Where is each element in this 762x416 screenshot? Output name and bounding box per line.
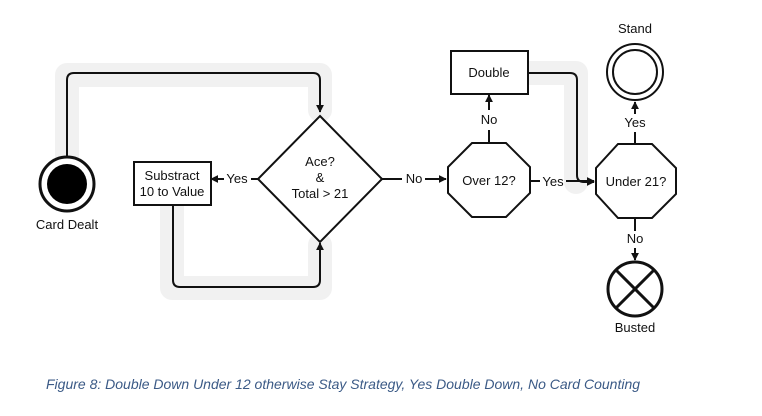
busted-node: [606, 260, 664, 318]
ace-decision-line3: Total > 21: [292, 186, 349, 201]
under21-label: Under 21?: [606, 174, 667, 189]
flowchart-diagram: Card Dealt Ace? & Total > 21 Substract 1…: [36, 21, 677, 335]
subtract-line1: Substract: [145, 168, 200, 183]
stand-node: [606, 43, 664, 101]
edge-subtract-to-ace: [172, 205, 324, 288]
subtract-line2: 10 to Value: [140, 184, 205, 199]
edge-double-to-under21: [528, 72, 595, 186]
edge-label-under21-no: No: [627, 231, 644, 246]
ace-decision-line1: Ace?: [305, 154, 335, 169]
under21-octagon: [595, 143, 677, 219]
stand-label: Stand: [618, 21, 652, 36]
ace-decision-line2: &: [316, 170, 325, 185]
over12-octagon: [447, 142, 531, 218]
busted-label: Busted: [615, 320, 655, 335]
edge-start-to-ace: [66, 72, 324, 160]
edge-label-ace-yes: Yes: [226, 171, 248, 186]
start-node: [38, 155, 96, 213]
subtract-box: [133, 161, 212, 206]
edge-label-over12-yes: Yes: [542, 174, 564, 189]
edge-label-over12-no: No: [481, 112, 498, 127]
over12-label: Over 12?: [462, 173, 515, 188]
double-label: Double: [468, 65, 509, 80]
ace-decision-diamond: [256, 114, 384, 244]
figure-caption: Figure 8: Double Down Under 12 otherwise…: [46, 376, 641, 392]
double-box: [450, 50, 529, 95]
start-label: Card Dealt: [36, 217, 99, 232]
edge-label-under21-yes: Yes: [624, 115, 646, 130]
edge-label-ace-no: No: [406, 171, 423, 186]
